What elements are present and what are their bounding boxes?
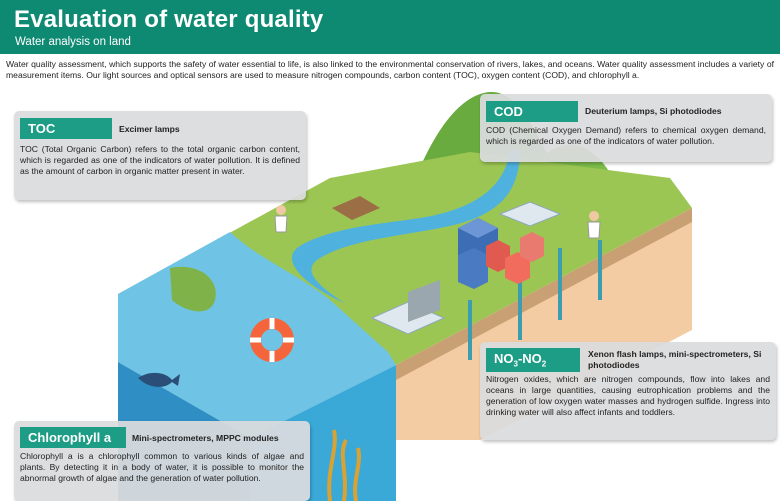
factory xyxy=(408,280,440,322)
fish xyxy=(138,372,180,387)
toc-card: TOC Excimer lamps TOC (Total Organic Car… xyxy=(14,111,306,200)
seaweed xyxy=(327,429,361,501)
cod-description: COD (Chemical Oxygen Demand) refers to c… xyxy=(486,125,766,146)
page-title: Evaluation of water quality xyxy=(14,6,324,33)
farm-field xyxy=(332,196,380,220)
pipe-network xyxy=(468,240,602,360)
chlorophyll-description: Chlorophyll a is a chlorophyll common to… xyxy=(20,451,304,483)
scientist-left xyxy=(274,205,288,233)
nitrogen-sensor: Xenon flash lamps, mini-spectrometers, S… xyxy=(588,349,762,370)
nitrogen-card: NO3-NO2 Xenon flash lamps, mini-spectrom… xyxy=(480,342,776,440)
header-banner: Evaluation of water quality Water analys… xyxy=(0,0,780,54)
nitrogen-tag-sub2: 2 xyxy=(541,359,547,369)
cod-sensor: Deuterium lamps, Si photodiodes xyxy=(585,106,722,116)
toc-tag: TOC xyxy=(20,118,112,139)
chlorophyll-tag: Chlorophyll a xyxy=(20,427,126,448)
nitrogen-description: Nitrogen oxides, which are nitrogen comp… xyxy=(486,374,770,417)
intro-paragraph: Water quality assessment, which supports… xyxy=(6,59,774,81)
nitrogen-tag-sub1: 3 xyxy=(513,359,518,369)
city-buildings xyxy=(458,218,544,289)
treatment-tank-upper xyxy=(498,201,562,227)
coast-patch xyxy=(170,266,216,312)
nitrogen-tag-part1: NO xyxy=(494,351,514,366)
cod-tag: COD xyxy=(486,101,578,122)
river xyxy=(291,150,520,304)
page-subtitle: Water analysis on land xyxy=(15,36,131,48)
nitrogen-tag: NO3-NO2 xyxy=(486,348,580,372)
scientist-right xyxy=(587,211,601,239)
toc-description: TOC (Total Organic Carbon) refers to the… xyxy=(20,144,300,176)
cod-card: COD Deuterium lamps, Si photodiodes COD … xyxy=(480,94,772,162)
chlorophyll-sensor: Mini-spectrometers, MPPC modules xyxy=(132,433,279,443)
life-ring xyxy=(250,318,294,362)
chlorophyll-card: Chlorophyll a Mini-spectrometers, MPPC m… xyxy=(14,421,310,501)
toc-sensor: Excimer lamps xyxy=(119,124,180,134)
soil-cross-section xyxy=(396,208,692,440)
nitrogen-tag-part2: -NO xyxy=(517,351,542,366)
land-top xyxy=(118,152,692,365)
